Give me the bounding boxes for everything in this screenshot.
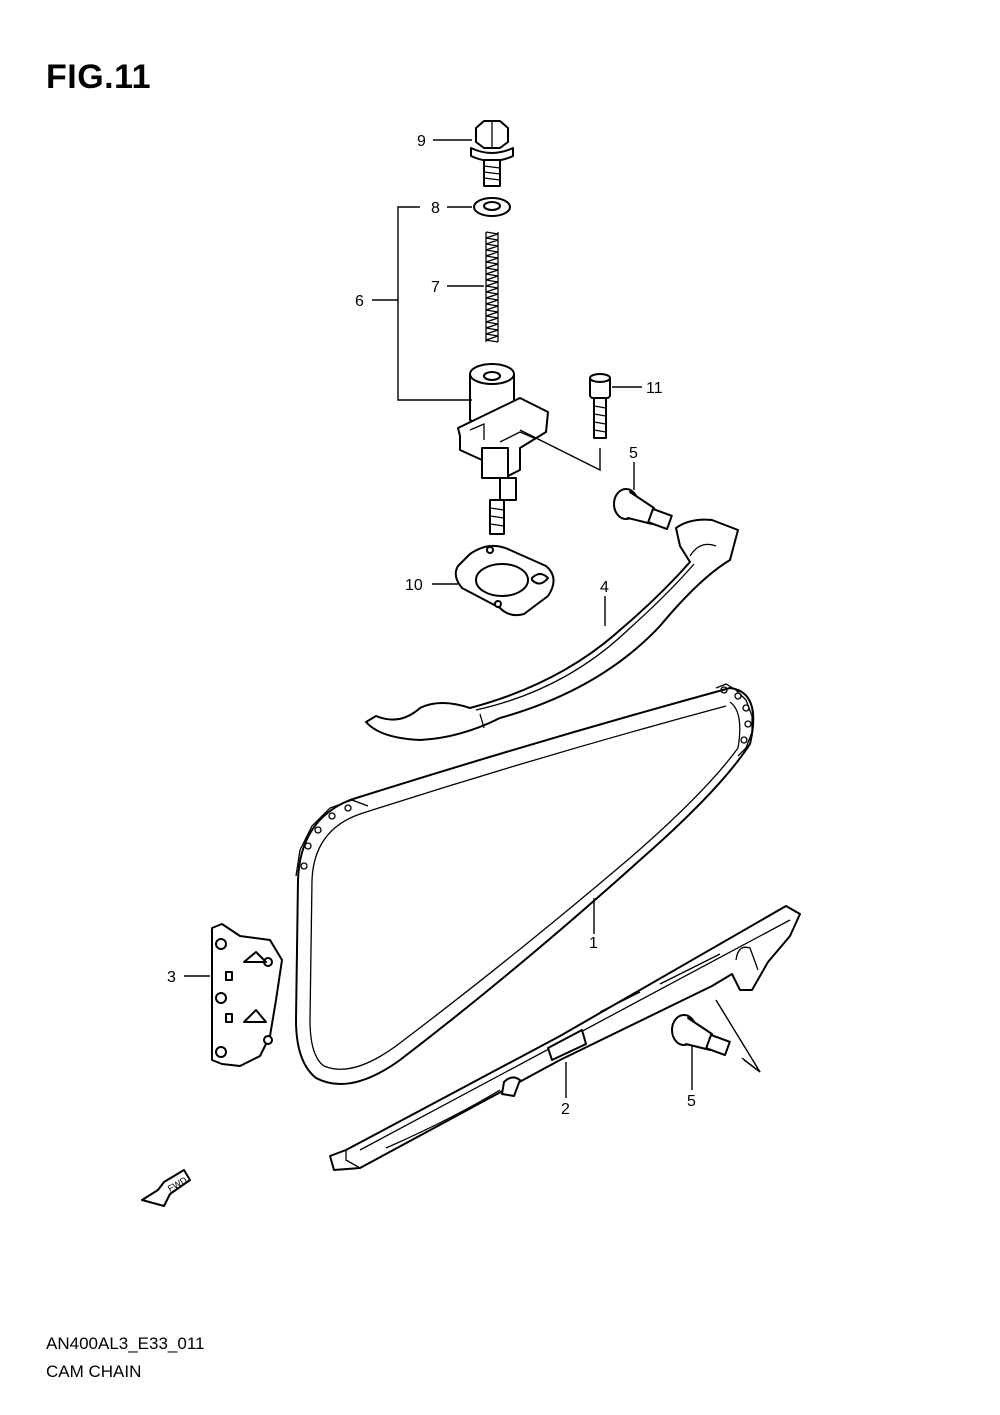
part-11-bolt[interactable] [589, 373, 611, 439]
part-5-pin-upper[interactable] [613, 488, 673, 530]
figure-title: FIG.11 [46, 58, 152, 96]
part-5-pin-lower[interactable] [671, 999, 761, 1073]
callout-11: 11 [646, 380, 663, 397]
diagram-code: AN400AL3_E33_011 [46, 1334, 205, 1353]
part-8-washer[interactable] [473, 197, 511, 217]
part-10-gasket[interactable] [454, 544, 555, 617]
part-2-guide-lower[interactable] [329, 905, 801, 1171]
callout-2: 2 [561, 1101, 570, 1118]
part-3-guide-plate[interactable] [211, 923, 283, 1067]
callout-4: 4 [600, 579, 609, 596]
fwd-arrow-icon: FWD [141, 1169, 191, 1207]
callout-3: 3 [167, 969, 176, 986]
part-4-chain-guide[interactable] [365, 518, 739, 741]
callout-1: 1 [589, 935, 598, 952]
callout-8: 8 [431, 200, 440, 217]
callout-5b: 5 [687, 1093, 696, 1110]
callout-9: 9 [417, 133, 426, 150]
part-1-cam-chain[interactable] [295, 683, 755, 1085]
leader-lines [184, 139, 693, 1098]
part-6-tensioner-assy[interactable] [457, 363, 601, 535]
callout-5a: 5 [629, 445, 638, 462]
diagram-name: CAM CHAIN [46, 1362, 142, 1381]
part-7-spring[interactable] [485, 231, 499, 343]
part-9-bolt[interactable] [470, 120, 514, 187]
callout-10: 10 [405, 577, 423, 594]
callout-6: 6 [355, 293, 364, 310]
callout-labels: 9 8 7 6 11 5 10 4 1 3 2 5 [167, 133, 696, 1118]
callout-7: 7 [431, 279, 440, 296]
